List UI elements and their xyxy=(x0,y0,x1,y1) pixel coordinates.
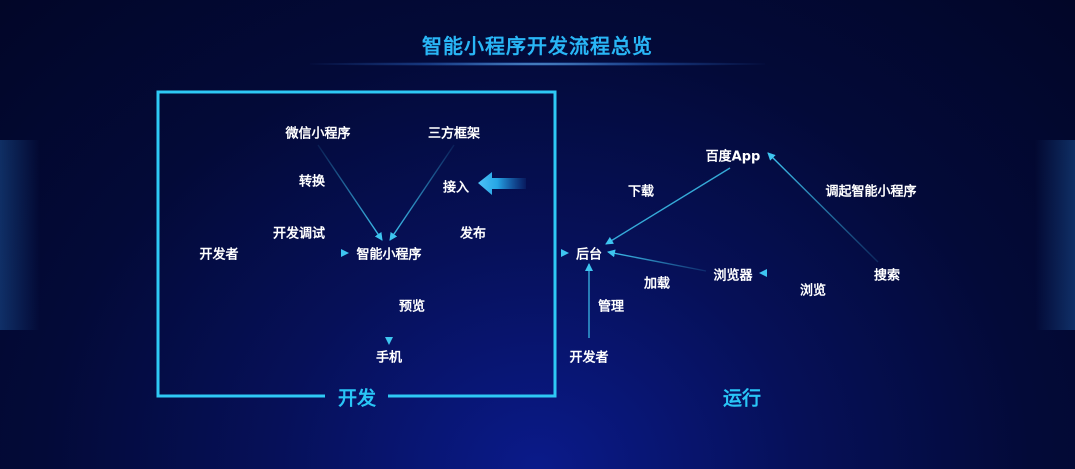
edge-download-line xyxy=(605,167,731,245)
node-backend: 后台 xyxy=(575,247,603,263)
edge-label-preview: 预览 xyxy=(398,299,426,315)
circuit-decoration-right xyxy=(1035,140,1075,330)
edge-invoke-line xyxy=(767,152,879,263)
page-title: 智能小程序开发流程总览 xyxy=(422,34,653,58)
edge-convert-line xyxy=(317,144,383,241)
edge-integrate-line xyxy=(389,144,455,241)
edge-label-invoke: 调起智能小程序 xyxy=(825,184,917,200)
edge-label-browse: 浏览 xyxy=(799,283,827,299)
edge-label-integrate: 接入 xyxy=(442,180,470,196)
edge-label-convert: 转换 xyxy=(298,174,326,190)
node-third-party: 三方框架 xyxy=(427,126,481,142)
edge-label-dev-debug: 开发调试 xyxy=(272,226,326,242)
node-developer-bottom: 开发者 xyxy=(569,350,609,366)
edge-load-line xyxy=(607,249,707,272)
node-developer-left: 开发者 xyxy=(199,247,239,263)
title-glow-line xyxy=(310,62,765,66)
node-wechat-mini: 微信小程序 xyxy=(285,126,351,142)
node-smart-mini: 智能小程序 xyxy=(356,247,422,263)
node-browser: 浏览器 xyxy=(713,268,753,284)
big-left-arrow-icon xyxy=(478,172,526,195)
circuit-decoration-left xyxy=(0,140,40,330)
edge-label-manage: 管理 xyxy=(597,299,625,315)
node-baidu-app: 百度App xyxy=(705,149,761,165)
node-phone: 手机 xyxy=(375,350,403,366)
section-develop-label: 开发 xyxy=(337,387,377,410)
edge-label-publish: 发布 xyxy=(459,226,487,242)
edge-label-download: 下载 xyxy=(627,184,655,200)
node-search: 搜索 xyxy=(873,268,901,284)
edge-label-load: 加载 xyxy=(643,276,671,292)
section-run-label: 运行 xyxy=(722,387,762,410)
develop-frame xyxy=(156,90,557,398)
